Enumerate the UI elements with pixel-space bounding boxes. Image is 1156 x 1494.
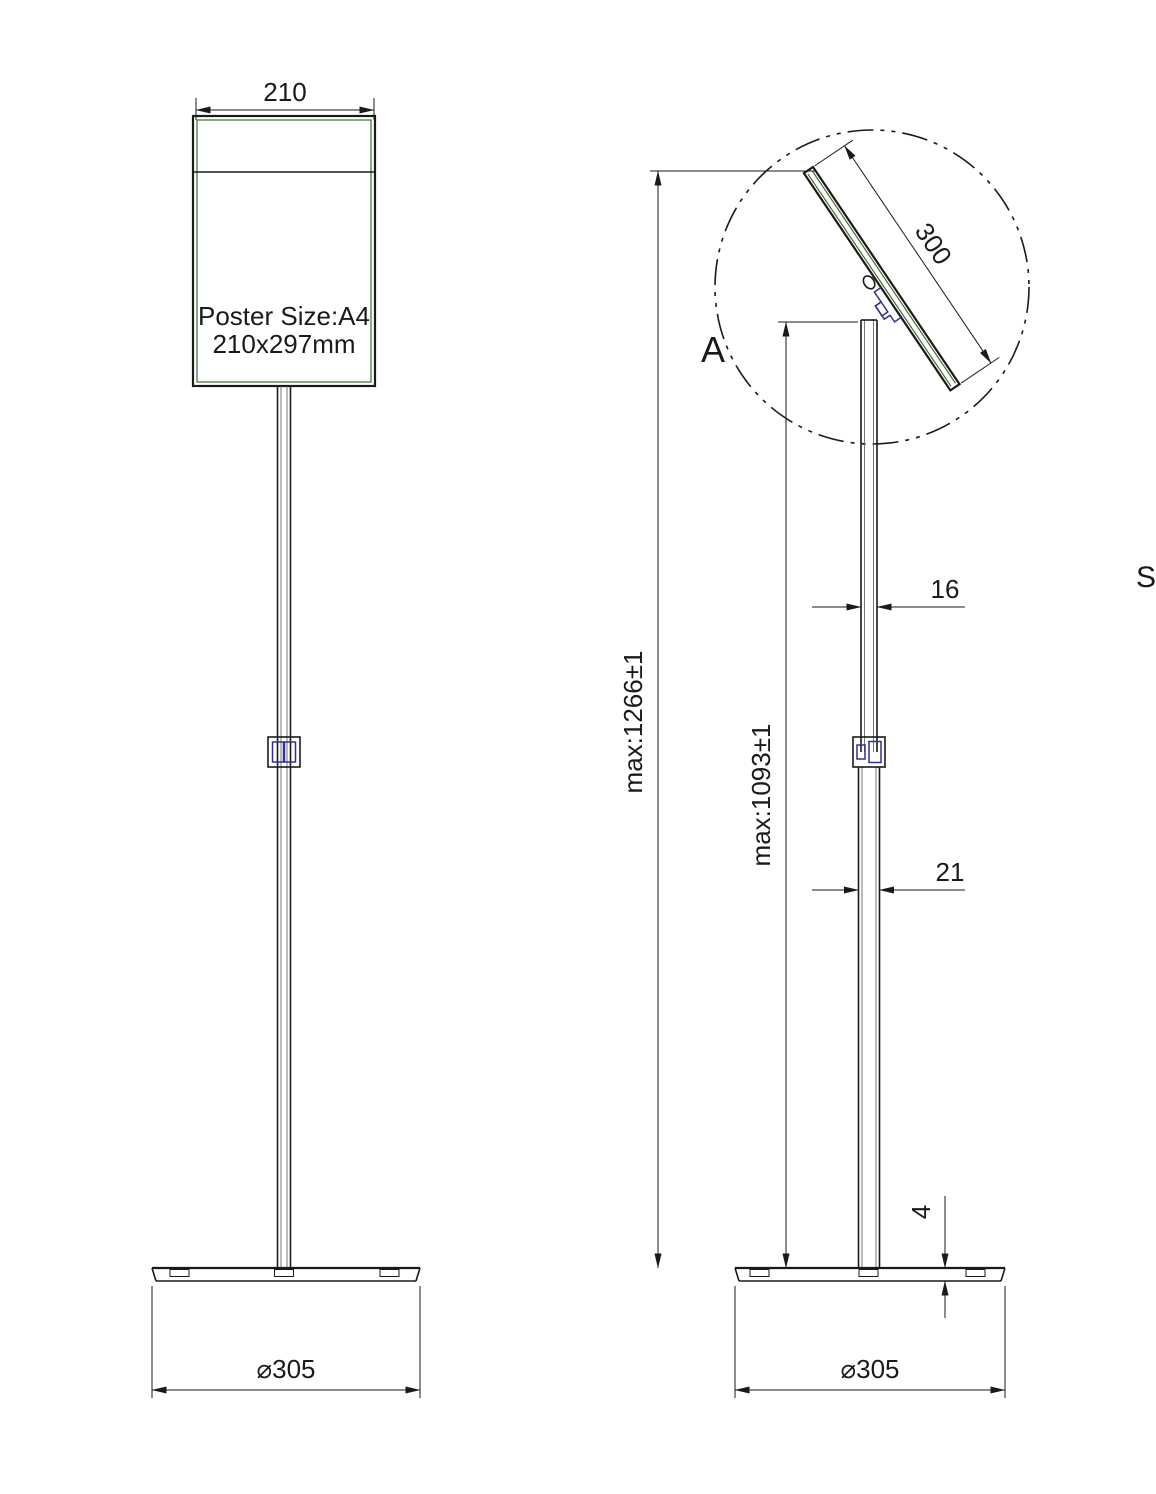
pole-side <box>857 319 881 1268</box>
overall-height-dimension: max:1266±1 <box>618 170 816 1269</box>
pole-clamp-front <box>267 736 301 768</box>
front-width-dim-text: 210 <box>263 77 306 107</box>
front-view: 210 Poster Size:A4 210x297mm <box>151 77 421 1398</box>
pole-height-dimension: max:1093±1 <box>746 321 858 1269</box>
poster-length-dim-text: 300 <box>909 217 958 270</box>
upper-tube-dim-text: 16 <box>931 574 960 604</box>
overall-height-dim-text: max:1266±1 <box>618 651 648 794</box>
side-base-dim-text: ⌀305 <box>840 1354 899 1384</box>
poster-frame-front: Poster Size:A4 210x297mm <box>191 114 377 388</box>
detail-circle <box>714 129 1030 445</box>
side-base-dimension: ⌀305 <box>734 1286 1006 1398</box>
base-side <box>734 1266 1006 1282</box>
base-front <box>151 1266 421 1282</box>
lower-tube-dim-text: 21 <box>936 857 965 887</box>
pole-clamp-side <box>852 736 886 768</box>
pole-height-dim-text: max:1093±1 <box>746 724 776 867</box>
detail-label: A <box>701 329 725 370</box>
front-width-dimension: 210 <box>195 77 375 120</box>
front-base-dimension: ⌀305 <box>151 1286 421 1398</box>
base-thickness-dim-text: 4 <box>906 1205 936 1219</box>
lower-tube-dimension: 21 <box>812 857 965 894</box>
upper-tube-dimension: 16 <box>812 574 965 611</box>
poster-size-line2: 210x297mm <box>212 329 355 359</box>
pole-front <box>276 386 292 1268</box>
side-view: A 300 max:1266±1 max:1093±1 <box>618 129 1030 1398</box>
base-thickness-dimension: 4 <box>906 1196 949 1318</box>
poster-size-line1: Poster Size:A4 <box>198 301 370 331</box>
tilted-poster: 300 <box>802 139 1000 392</box>
front-base-dim-text: ⌀305 <box>256 1354 315 1384</box>
edge-letter: S <box>1136 561 1156 594</box>
